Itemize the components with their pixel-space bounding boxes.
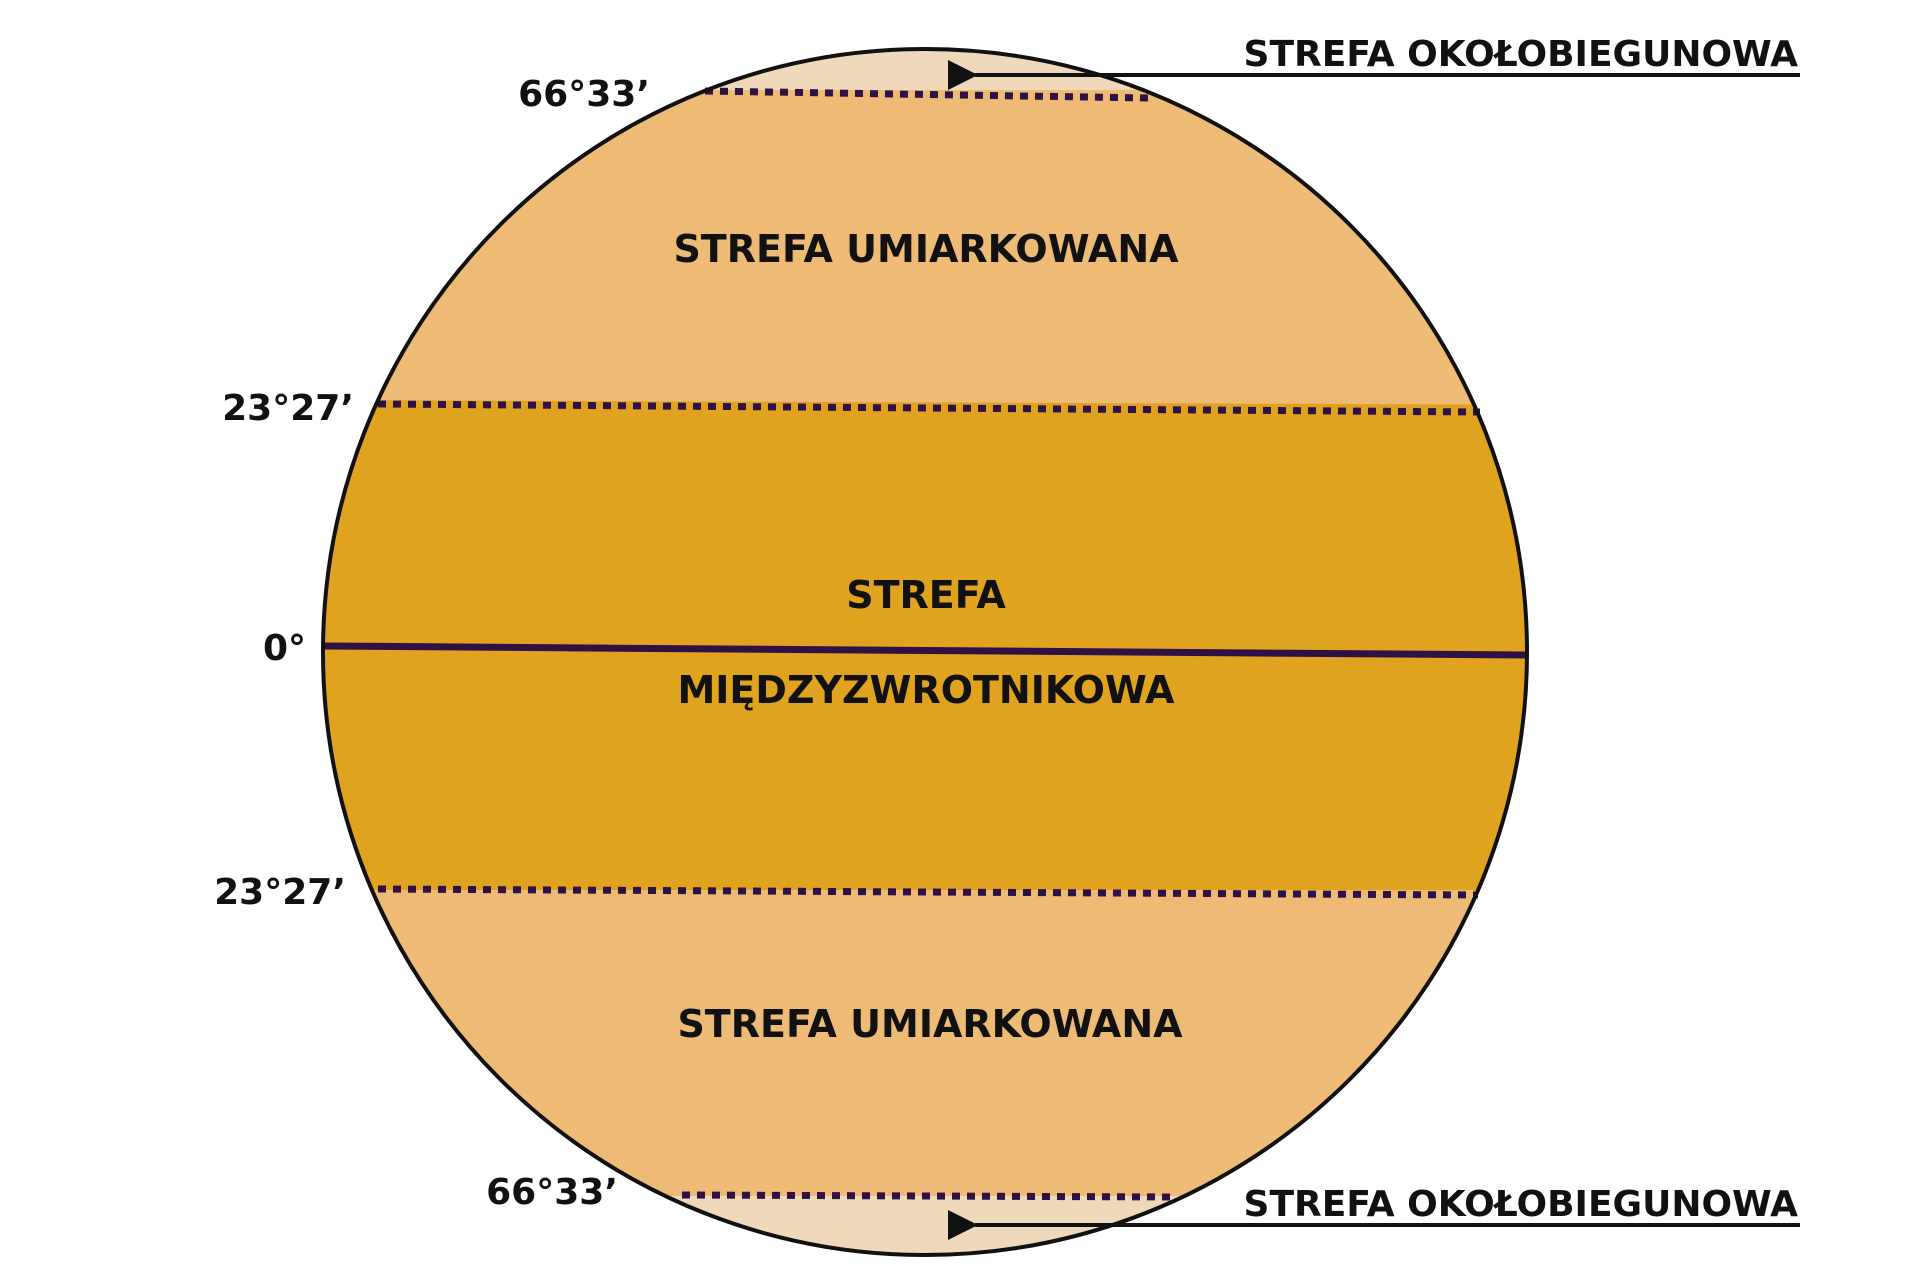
temperate-zone-north-label: STREFA UMIARKOWANA xyxy=(673,227,1179,271)
tropic-south-line xyxy=(377,885,1479,899)
equator-line xyxy=(323,642,1528,659)
temperate-zone-south-label: STREFA UMIARKOWANA xyxy=(677,1002,1183,1046)
globe xyxy=(323,49,1527,1255)
polar-zone-south-label: STREFA OKOŁOBIEGUNOWA xyxy=(1244,1184,1799,1225)
latitude-label-arctic-circle: 66°33’ xyxy=(518,74,650,115)
latitude-label-antarctic-circle: 66°33’ xyxy=(486,1172,618,1213)
latitude-label-equator: 0° xyxy=(263,628,306,669)
latitude-label-tropic-south: 23°27’ xyxy=(214,872,346,913)
latitude-label-tropic-north: 23°27’ xyxy=(222,388,354,429)
polar-callout-arrows xyxy=(948,60,1800,1240)
antarctic-circle-line xyxy=(681,1191,1173,1201)
parallels xyxy=(323,87,1528,1201)
polar-zone-north-label: STREFA OKOŁOBIEGUNOWA xyxy=(1244,34,1799,75)
tropical-zone-label-line2: MIĘDZYZWROTNIKOWA xyxy=(677,668,1175,712)
tropical-zone-label-line1: STREFA xyxy=(846,573,1006,617)
globe-outline xyxy=(321,47,1529,1257)
tropic-north-line xyxy=(377,400,1481,416)
